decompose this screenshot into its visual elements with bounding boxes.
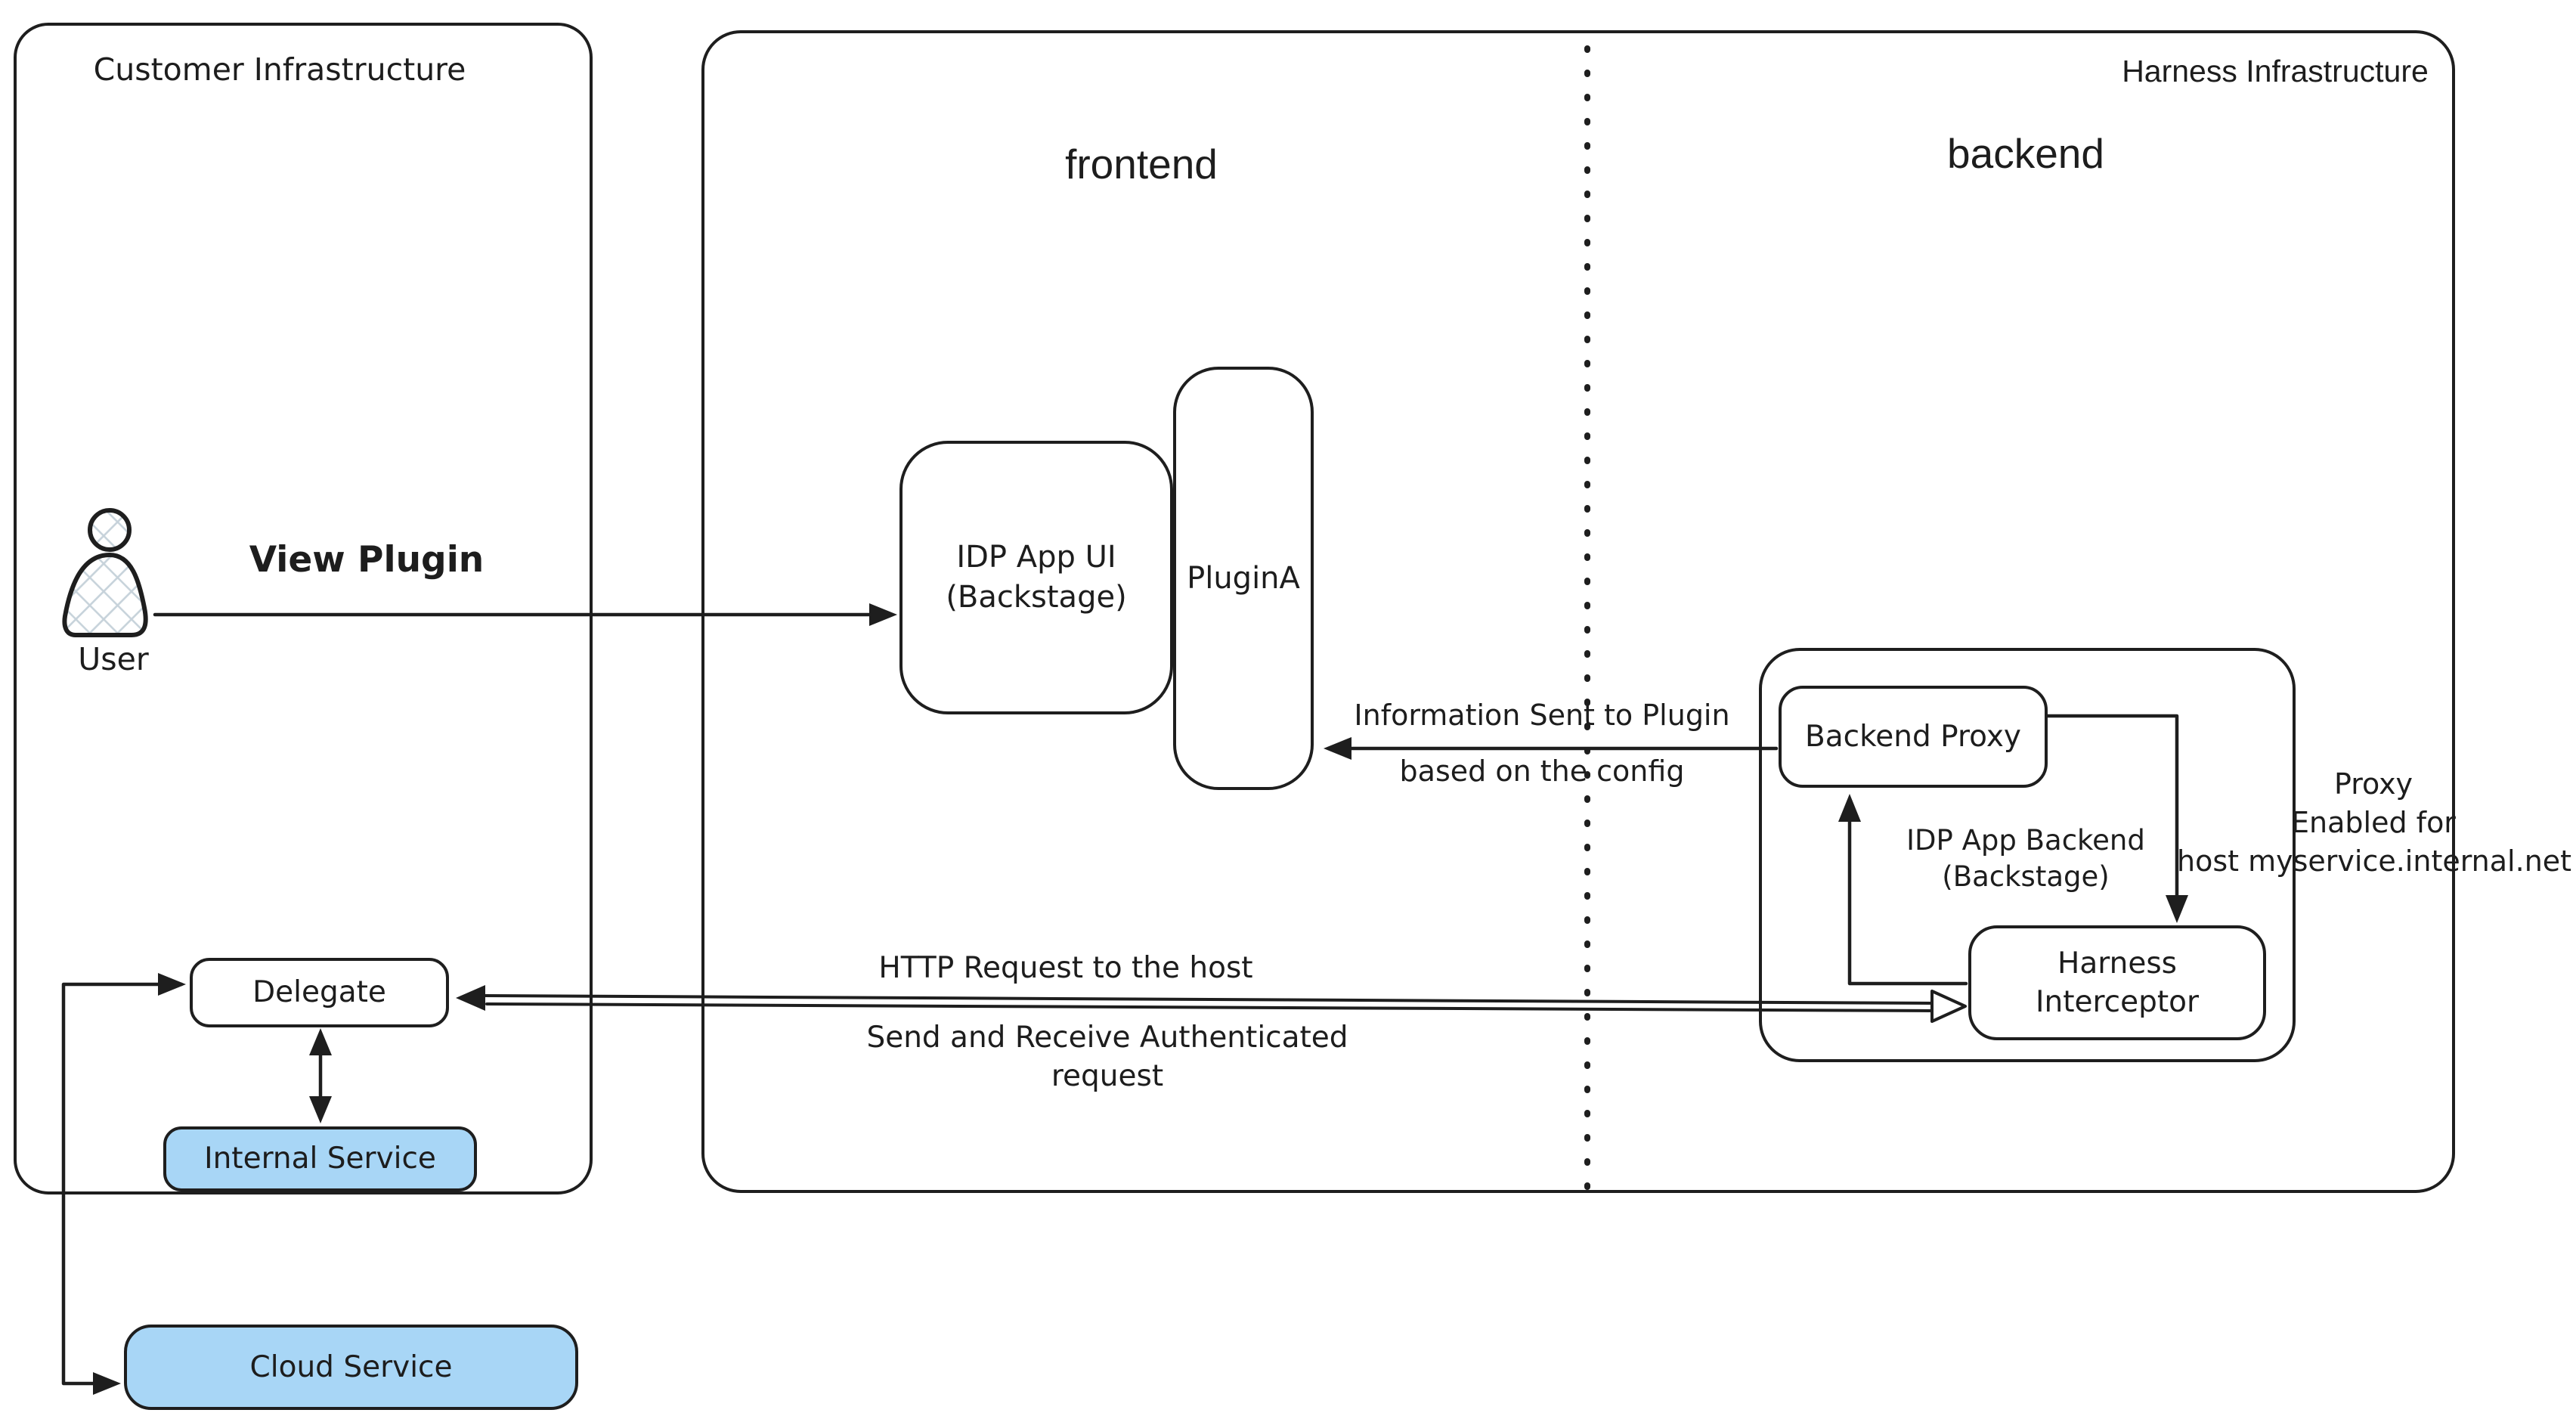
idp-app-ui-line2: (Backstage): [946, 580, 1127, 615]
backend-proxy-node: Backend Proxy: [1779, 686, 2048, 788]
user-label: User: [78, 641, 149, 677]
info-sent-annotation-line1: Information Sent to Plugin: [1354, 699, 1730, 732]
harness-infrastructure-label: Harness Infrastructure: [2122, 54, 2429, 88]
cloud-service-node: Cloud Service: [124, 1325, 578, 1410]
backend-zone-label: backend: [1947, 130, 2104, 177]
delegate-label: Delegate: [252, 975, 386, 1010]
idp-app-ui-line1: IDP App UI: [956, 540, 1116, 575]
plugin-a-label: PluginA: [1187, 560, 1300, 596]
idp-app-backend-label: IDP App Backend (Backstage): [1829, 823, 2222, 895]
customer-infrastructure-container: [14, 23, 593, 1194]
proxy-enabled-line3: host myservice.internal.net: [2177, 844, 2572, 878]
customer-infrastructure-label: Customer Infrastructure: [93, 51, 466, 88]
proxy-enabled-line2: Enabled for: [2291, 805, 2456, 839]
internal-service-node: Internal Service: [163, 1126, 477, 1191]
harness-interceptor-line2: Interceptor: [2035, 985, 2200, 1019]
idp-app-backend-line1: IDP App Backend: [1906, 824, 2145, 857]
backend-proxy-label: Backend Proxy: [1805, 719, 2021, 754]
idp-app-backend-container: [1759, 648, 2296, 1062]
internal-service-label: Internal Service: [204, 1142, 436, 1176]
idp-app-backend-line2: (Backstage): [1942, 860, 2110, 894]
auth-request-line2: request: [1051, 1058, 1164, 1093]
cloud-service-label: Cloud Service: [249, 1349, 453, 1384]
harness-interceptor-line1: Harness: [2057, 946, 2177, 981]
harness-interceptor-node: Harness Interceptor: [1968, 925, 2266, 1040]
harness-infrastructure-container: [701, 30, 2455, 1193]
info-sent-annotation-line2: based on the config: [1399, 754, 1685, 788]
plugin-a-node: PluginA: [1173, 367, 1314, 790]
http-request-annotation: HTTP Request to the host: [878, 951, 1253, 985]
frontend-zone-label: frontend: [1065, 141, 1218, 187]
proxy-enabled-annotation: Proxy Enabled for host myservice.interna…: [2177, 765, 2572, 881]
user-icon: [62, 508, 148, 637]
view-plugin-annotation: View Plugin: [249, 539, 485, 581]
proxy-enabled-line1: Proxy: [2333, 767, 2413, 801]
idp-app-ui-node: IDP App UI (Backstage): [899, 441, 1173, 714]
auth-request-line1: Send and Receive Authenticated: [866, 1021, 1348, 1055]
delegate-node: Delegate: [190, 958, 449, 1027]
auth-request-annotation: Send and Receive Authenticated request: [839, 1019, 1376, 1095]
